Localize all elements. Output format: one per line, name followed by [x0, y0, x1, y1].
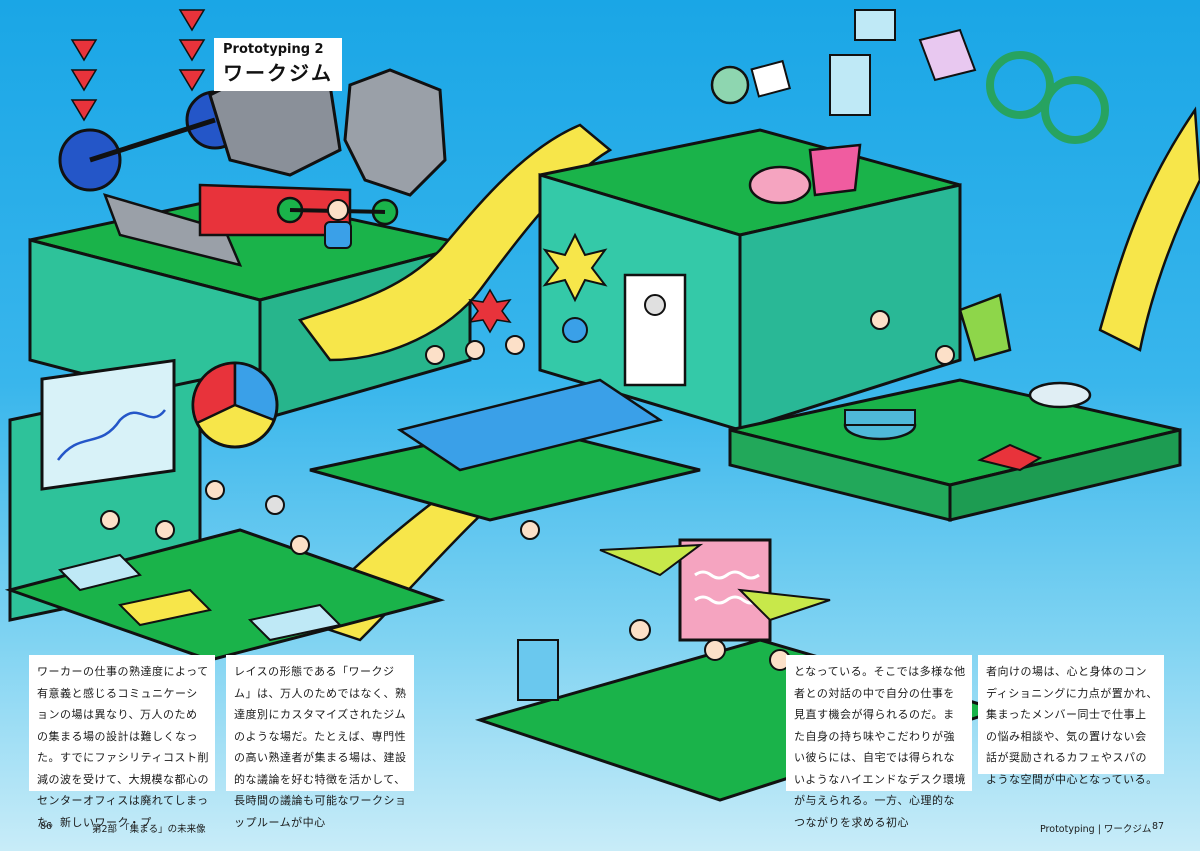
body-text-column-3: となっている。そこでは多様な他者との対話の中で自分の仕事を見直す機会が得られるの…	[786, 655, 972, 829]
body-text-column-1: ワーカーの仕事の熟達度によって有意義と感じるコミュニケーションの場は異なり、万人…	[29, 655, 215, 829]
body-text-column-2: レイスの形態である「ワークジム」は、万人のためではなく、熟達度別にカスタマイズさ…	[226, 655, 414, 829]
page-number-left: 86	[40, 821, 53, 832]
section-label-right: Prototyping | ワークジム	[1040, 824, 1152, 835]
stage-platform	[728, 293, 1182, 522]
yoga-platform	[4, 480, 446, 662]
yellow-ribbon-path	[297, 123, 613, 362]
lounge-platform	[538, 9, 1109, 433]
cycling-platform	[309, 232, 701, 522]
yellow-ribbon-path-3	[1098, 106, 1200, 352]
page-number-right: 87	[1152, 821, 1165, 832]
body-text-column-4: 者向けの場は、心と身体のコンディショニングに力点が置かれ、集まったメンバー同士で…	[978, 655, 1164, 786]
section-label-left: 第2部 「集まる」の未来像	[92, 824, 206, 835]
title-block: Prototyping 2 ワークジム	[214, 38, 342, 91]
title-english: Prototyping 2	[223, 42, 324, 57]
title-japanese: ワークジム	[223, 61, 333, 85]
